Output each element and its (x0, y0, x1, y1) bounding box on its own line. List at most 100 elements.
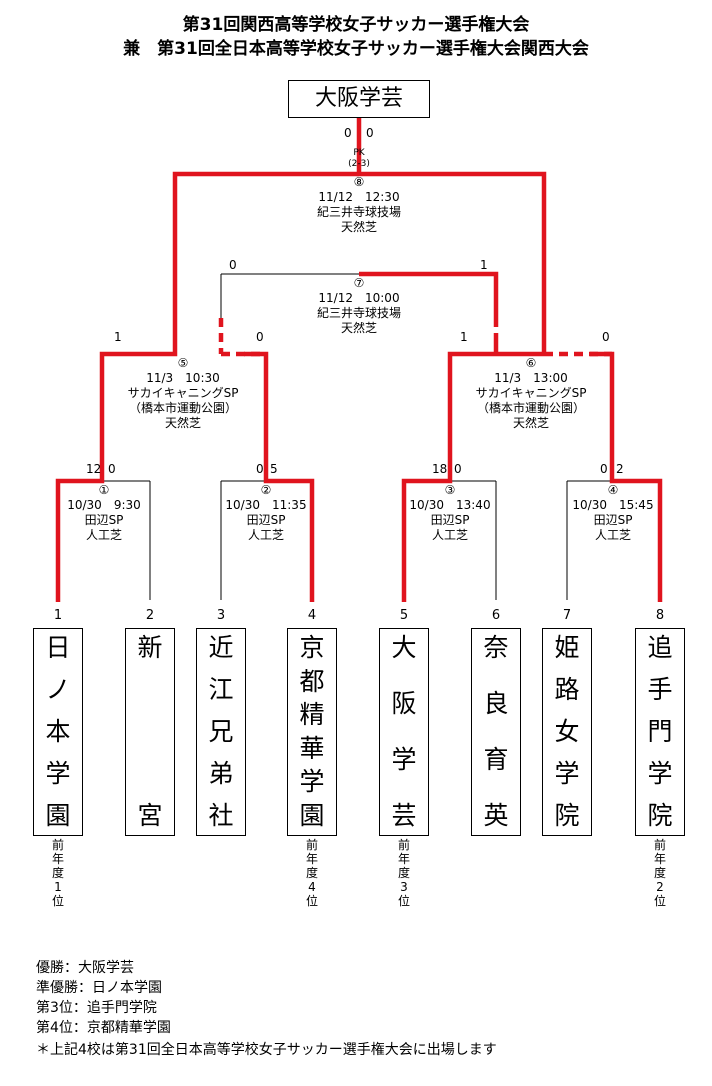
m7-venue: 紀三井寺球技場 (316, 306, 402, 320)
m7-datetime: 11/12 10:00 (318, 291, 400, 305)
seed-1: 1 (53, 608, 63, 623)
final-pk-score: (2-3) (348, 159, 370, 169)
final-match-no: ⑧ (353, 175, 365, 189)
m1-score-left: 12 (86, 462, 102, 476)
m3-info: ③ 10/30 13:40 田辺SP 人工芝 (409, 483, 490, 543)
team-4-char: 都 (299, 666, 325, 696)
m6-info: ⑥ 11/3 13:00 サカイキャニングSP （橋本市運動公園） 天然芝 (476, 356, 587, 431)
m1-surface: 人工芝 (85, 528, 122, 542)
team-box-5: 大 阪 学 芸 (379, 628, 429, 836)
m3-match-no: ③ (444, 483, 456, 497)
final-score-right: 0 (366, 126, 374, 140)
champion-path (356, 118, 547, 354)
m7-score-left: 0 (229, 258, 237, 272)
seed-7: 7 (562, 608, 572, 623)
seed-4: 4 (307, 608, 317, 623)
winner-path-team4 (244, 351, 315, 602)
team-8-char: 手 (647, 675, 673, 704)
winner-path-team1 (55, 171, 359, 602)
team-4-char: 精 (299, 700, 325, 730)
m4-venue: 田辺SP (593, 513, 633, 527)
m4-match-no: ④ (607, 483, 619, 497)
m2-venue: 田辺SP (246, 513, 286, 527)
m3-datetime: 10/30 13:40 (409, 498, 491, 512)
final-datetime: 11/12 12:30 (318, 190, 400, 204)
final-pk-label: PK (353, 148, 365, 158)
m2-score-right: 5 (270, 462, 278, 476)
result-note: ＊上記4校は第31回全日本高等学校女子サッカー選手権大会に出場します (36, 1042, 497, 1058)
team-6-char: 奈 (483, 633, 509, 662)
m7-surface: 天然芝 (340, 321, 378, 335)
team-box-4: 京 都 精 華 学 園 (287, 628, 337, 836)
m6-venue-2: （橋本市運動公園） (476, 401, 586, 415)
m4-surface: 人工芝 (594, 528, 632, 542)
m5-match-no: ⑤ (177, 356, 189, 370)
m6-match-no: ⑥ (525, 356, 537, 370)
m5-venue: サカイキャニングSP (127, 386, 239, 400)
m7-winner (359, 271, 499, 318)
team-8-char: 院 (647, 801, 673, 830)
team-3-char: 社 (208, 801, 234, 830)
team-8-char: 学 (647, 759, 673, 788)
winner-path-team5 (401, 351, 496, 602)
champion-box: 大阪学芸 (288, 80, 430, 118)
team-5-char: 大 (391, 633, 417, 662)
m6-venue: サカイキャニングSP (475, 386, 587, 400)
team-6-char: 育 (483, 745, 509, 774)
team-4-char: 京 (299, 633, 325, 662)
m5-info: ⑤ 11/3 10:30 サカイキャニングSP （橋本市運動公園） 天然芝 (128, 356, 239, 431)
team-7-char: 姫 (554, 633, 580, 662)
seed-3: 3 (216, 608, 226, 623)
final-venue: 紀三井寺球技場 (316, 205, 402, 219)
m2-score-left: 0 (256, 462, 264, 476)
team-4-char: 華 (299, 733, 325, 763)
team-1-char: 日 (45, 633, 71, 662)
team-6-char: 英 (483, 801, 509, 830)
team-5-char: 阪 (391, 689, 417, 718)
m7-info: ⑦ 11/12 10:00 紀三井寺球技場 天然芝 (317, 276, 401, 336)
team-box-8: 追 手 門 学 院 (635, 628, 685, 836)
final-score-left: 0 (344, 126, 352, 140)
team-5-char: 学 (391, 745, 417, 774)
m2-surface: 人工芝 (247, 528, 285, 542)
m1-datetime: 10/30 9:30 (67, 498, 141, 512)
team-7-char: 院 (554, 801, 580, 830)
m1-score-right: 0 (108, 462, 116, 476)
team-box-7: 姫 路 女 学 院 (542, 628, 592, 836)
m7-score-right: 1 (480, 258, 488, 272)
m3-venue: 田辺SP (430, 513, 470, 527)
m4-datetime: 10/30 15:45 (572, 498, 654, 512)
m4-score-left: 0 (600, 462, 608, 476)
m2-info: ② 10/30 11:35 田辺SP 人工芝 (225, 483, 306, 543)
m1-info: ① 10/30 9:30 田辺SP 人工芝 (67, 483, 141, 543)
team-3-char: 近 (208, 633, 234, 662)
m6-score-left: 1 (460, 330, 468, 344)
team-box-6: 奈 良 育 英 (471, 628, 521, 836)
final-info: ⑧ 11/12 12:30 紀三井寺球技場 天然芝 (317, 175, 401, 235)
team-3-char: 江 (208, 675, 234, 704)
team-7-char: 路 (554, 675, 580, 704)
m5-venue-2: （橋本市運動公園） (128, 401, 238, 415)
m2-match-no: ② (260, 483, 272, 497)
m3-score-right: 0 (454, 462, 462, 476)
team-7-char: 女 (554, 717, 580, 746)
result-fourth: 第4位：京都精華学園 (36, 1020, 171, 1036)
team-box-3: 近 江 兄 弟 社 (196, 628, 246, 836)
m5-surface: 天然芝 (164, 416, 202, 430)
m3-score-left: 18 (432, 462, 448, 476)
team-1-char: 園 (45, 801, 71, 830)
m6-datetime: 11/3 13:00 (494, 371, 568, 385)
team-7-char: 学 (554, 759, 580, 788)
m5-score-right: 0 (256, 330, 264, 344)
m2-datetime: 10/30 11:35 (225, 498, 307, 512)
m6-score-right: 0 (602, 330, 610, 344)
m7-match-no: ⑦ (353, 276, 365, 290)
seed-6: 6 (491, 608, 501, 623)
team-2-char: 新 (137, 633, 163, 662)
m4-score-right: 2 (616, 462, 624, 476)
team-6-char: 良 (483, 689, 509, 718)
